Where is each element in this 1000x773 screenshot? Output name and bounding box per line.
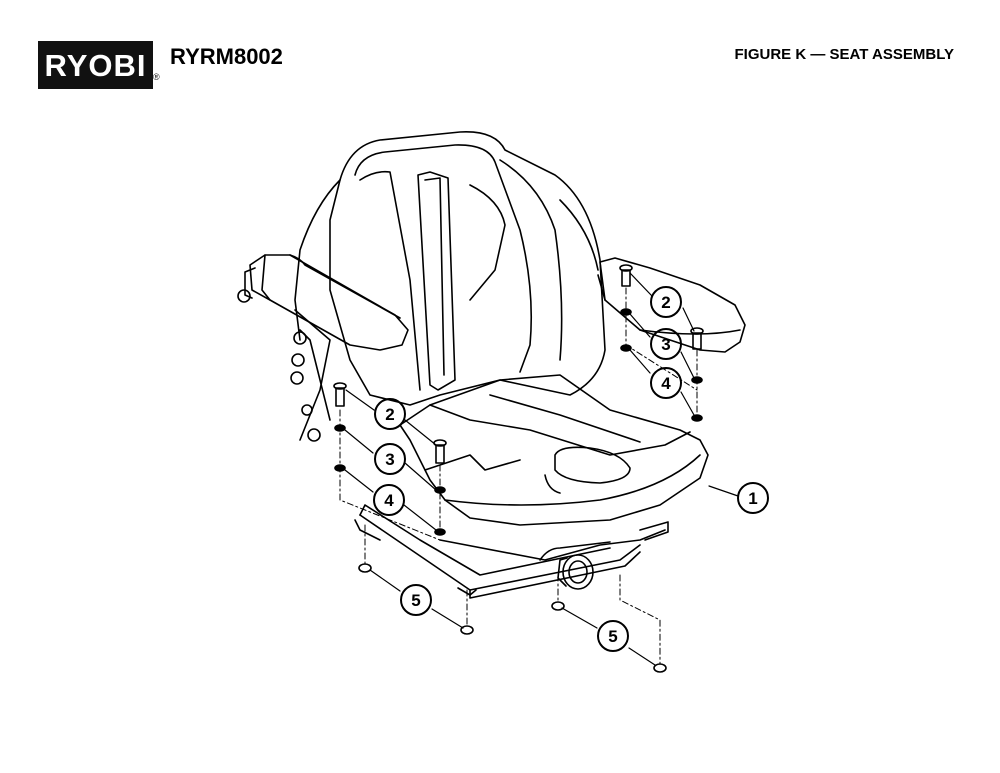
callout-4-left: 4 — [373, 484, 405, 516]
callout-5-right: 5 — [597, 620, 629, 652]
seat-back — [294, 131, 606, 406]
adjustment-knob — [557, 554, 594, 590]
callout-4-right: 4 — [650, 367, 682, 399]
svg-text:3: 3 — [385, 450, 394, 469]
svg-text:2: 2 — [661, 293, 670, 312]
logo-text: RYOBI — [44, 47, 147, 83]
right-armrest — [597, 257, 746, 353]
left-armrest — [237, 254, 409, 441]
svg-text:5: 5 — [411, 591, 420, 610]
svg-text:4: 4 — [384, 491, 394, 510]
svg-text:5: 5 — [608, 627, 617, 646]
alignment-lines — [339, 287, 698, 665]
model-number: RYRM8002 — [170, 44, 283, 69]
svg-text:1: 1 — [748, 489, 757, 508]
callout-3-left: 3 — [374, 443, 406, 475]
callout-5-left: 5 — [400, 584, 432, 616]
callout-3-right: 3 — [650, 328, 682, 360]
svg-text:2: 2 — [385, 405, 394, 424]
callout-2-left: 2 — [374, 398, 406, 430]
leader-lines — [344, 272, 739, 666]
seat-base-frame — [354, 504, 669, 599]
callout-2-right: 2 — [650, 286, 682, 318]
figure-title: FIGURE K — SEAT ASSEMBLY — [734, 46, 954, 63]
svg-text:4: 4 — [661, 374, 671, 393]
svg-text:3: 3 — [661, 335, 670, 354]
ryobi-logo: RYOBI — [38, 41, 153, 89]
left-bracket-bolts — [290, 329, 331, 442]
callout-1: 1 — [737, 482, 769, 514]
registered-mark: ® — [153, 72, 160, 82]
